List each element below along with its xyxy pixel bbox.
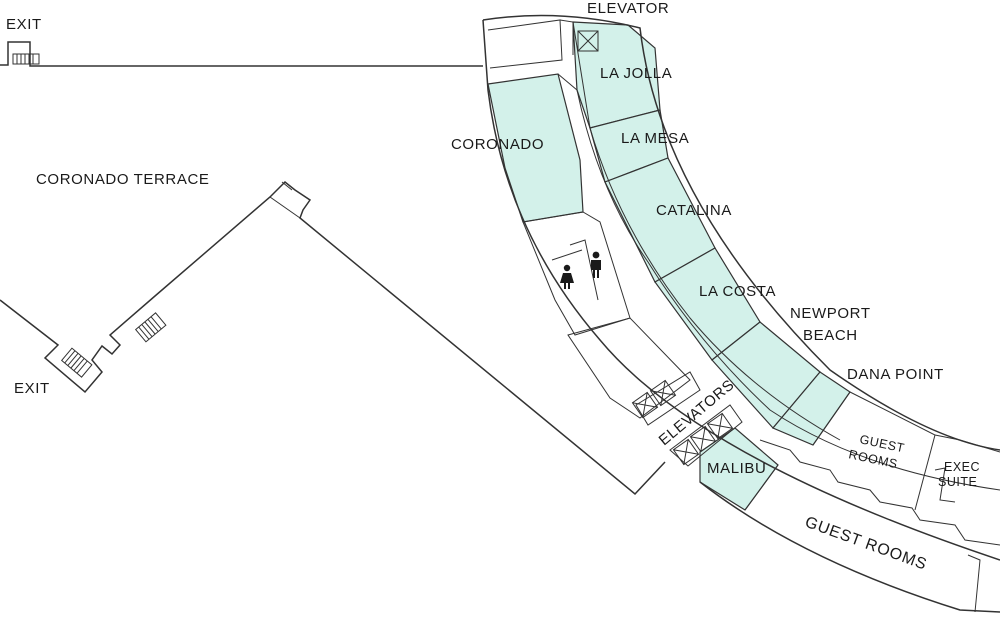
elevator-icon	[672, 438, 700, 466]
elevator-icon	[689, 425, 717, 453]
label-malibu[interactable]: MALIBU	[707, 460, 766, 477]
label-la-mesa[interactable]: LA MESA	[621, 130, 689, 147]
label-elevator-top: ELEVATOR	[587, 0, 669, 17]
meeting-rooms	[487, 21, 851, 511]
stairs-icon	[12, 53, 40, 65]
elevator-icon	[649, 379, 677, 407]
label-dana-point[interactable]: DANA POINT	[847, 366, 944, 383]
elevator-icon	[631, 391, 659, 419]
stairs-icon	[134, 312, 167, 343]
label-exec-suite-1: EXEC	[944, 460, 980, 474]
label-coronado[interactable]: CORONADO	[451, 136, 544, 153]
label-newport-beach-1[interactable]: NEWPORT	[790, 305, 871, 322]
womens-restroom-icon	[560, 264, 574, 289]
elevator-icon	[706, 412, 734, 440]
label-exit-top: EXIT	[6, 16, 42, 33]
terrace-walls	[0, 41, 666, 496]
label-coronado-terrace: CORONADO TERRACE	[36, 171, 210, 188]
elevator-icon	[577, 30, 599, 52]
label-exec-suite-2: SUITE	[938, 475, 977, 489]
curved-wing-walls	[482, 14, 1000, 613]
stairs-icon	[60, 347, 93, 378]
label-exit-bottom: EXIT	[14, 380, 50, 397]
label-la-jolla[interactable]: LA JOLLA	[600, 65, 672, 82]
label-guest-rooms-large: GUEST ROOMS	[803, 514, 930, 574]
label-newport-beach-2[interactable]: BEACH	[803, 327, 858, 344]
label-catalina[interactable]: CATALINA	[656, 202, 732, 219]
label-la-costa[interactable]: LA COSTA	[699, 283, 776, 300]
mens-restroom-icon	[591, 251, 601, 278]
